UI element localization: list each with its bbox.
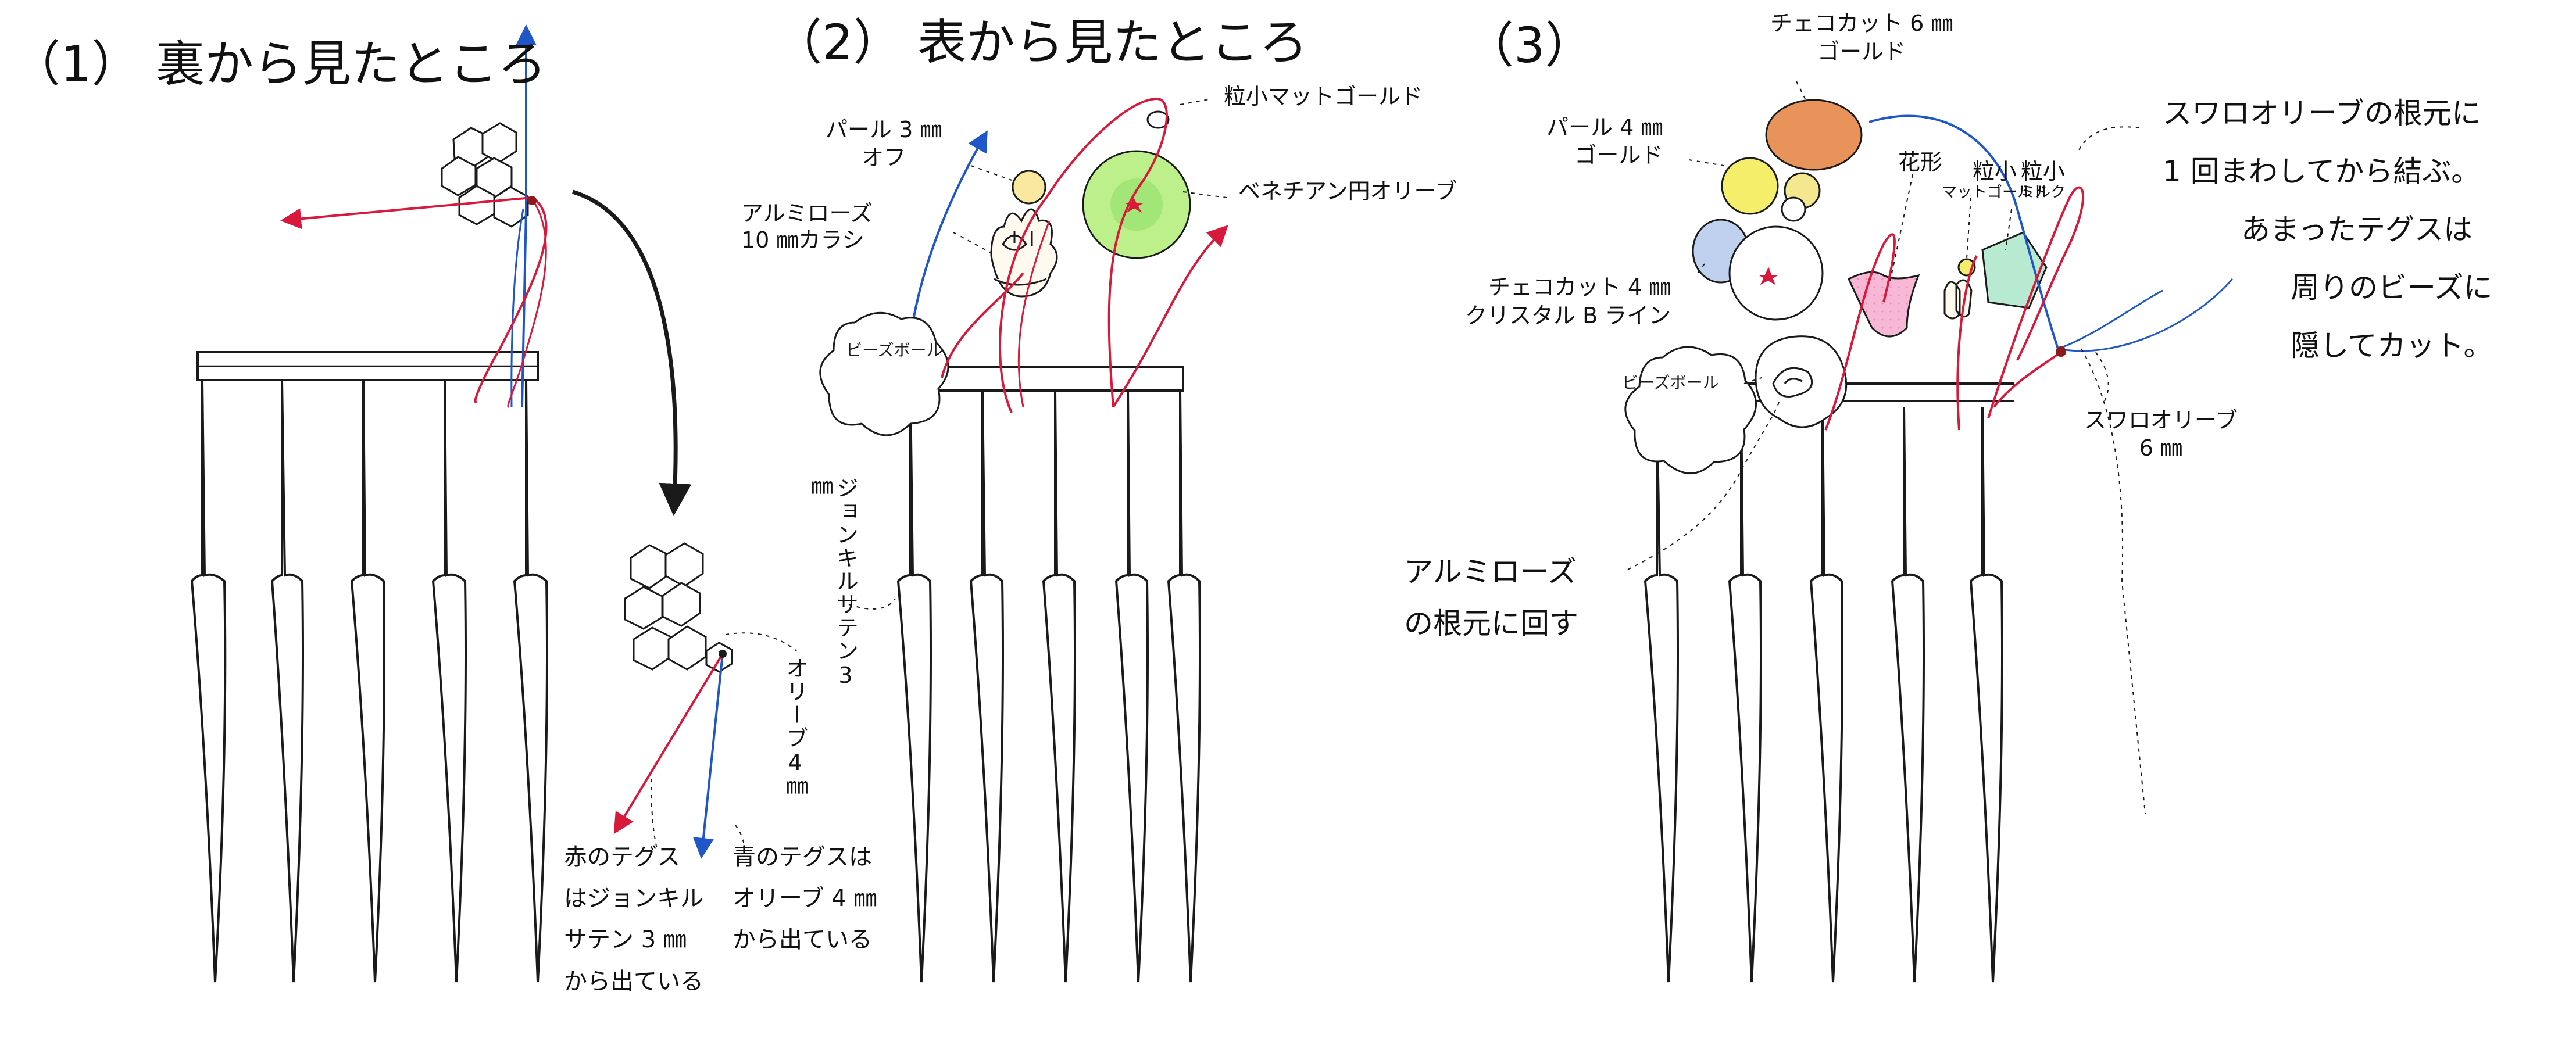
panel-2-heading: （2） 表から見たところ (773, 14, 1309, 71)
comb-panel-3 (1644, 382, 2014, 983)
label-pearl-3mm-off: パール 3 ㎜ オフ (826, 117, 942, 170)
note-red-thread: 赤のテグス はジョンキル サテン 3 ㎜ から出ている (564, 844, 703, 995)
pearl-3mm-off (1012, 170, 1046, 205)
note-alumi-rose-root: アルミローズ の根元に回す (1404, 555, 1578, 640)
label-olive-4mm: オリーブ4㎜ (782, 657, 808, 800)
panel-3-heading: （3） (1465, 17, 1594, 74)
bead-cluster-zoom (624, 542, 733, 673)
label-jonquil-satin-3mm: ジョンキルサテン3㎜ (807, 477, 859, 689)
label-seed-milk: 粒小 ミルク (2020, 159, 2066, 201)
label-seed-matte-gold: 粒小マットゴールド (1224, 84, 1423, 109)
label-venetian-round-olive: ベネチアン円オリーブ (1238, 178, 1457, 204)
comb-panel-1 (190, 351, 548, 983)
panel-1-heading: （1） 裏から見たところ (12, 35, 547, 92)
beads-panel-3 (1692, 99, 2048, 428)
bead-cluster-back (441, 122, 529, 228)
bead-ball-panel-2: ビーズボール (819, 311, 949, 436)
label-czech-6mm-gold: チェコカット 6 ㎜ ゴールド (1770, 10, 1953, 65)
label-flower-shape: 花形 (1898, 149, 1943, 175)
note-tie-and-cut: スワロオリーブの根元に 1 回まわしてから結ぶ。 あまったテグスは 周りのビーズ… (2163, 96, 2493, 363)
svg-text:ビーズボール: ビーズボール (1622, 373, 1719, 392)
label-seed-matte-gold-3: 粒小 マットゴールド (1942, 159, 2048, 201)
comb-panel-2 (896, 366, 1201, 983)
bead-ball-panel-3: ビーズボール (1622, 346, 1757, 474)
label-pearl-4mm-gold: パール 4 ㎜ ゴールド (1546, 114, 1663, 168)
label-swaro-olive-6mm: スワロオリーブ 6 ㎜ (2084, 407, 2238, 461)
label-czech-4mm-crystal: チェコカット 4 ㎜ クリスタル B ライン (1465, 274, 1671, 329)
note-blue-thread: 青のテグスは オリーブ 4 ㎜ から出ている (733, 844, 877, 954)
svg-text:ビーズボール: ビーズボール (846, 341, 943, 360)
alumi-rose-10mm (990, 208, 1058, 298)
seed-bead-matte-gold (1146, 110, 1170, 129)
label-alumi-rose-10mm: アルミローズ 10 ㎜カラシ (741, 200, 873, 253)
